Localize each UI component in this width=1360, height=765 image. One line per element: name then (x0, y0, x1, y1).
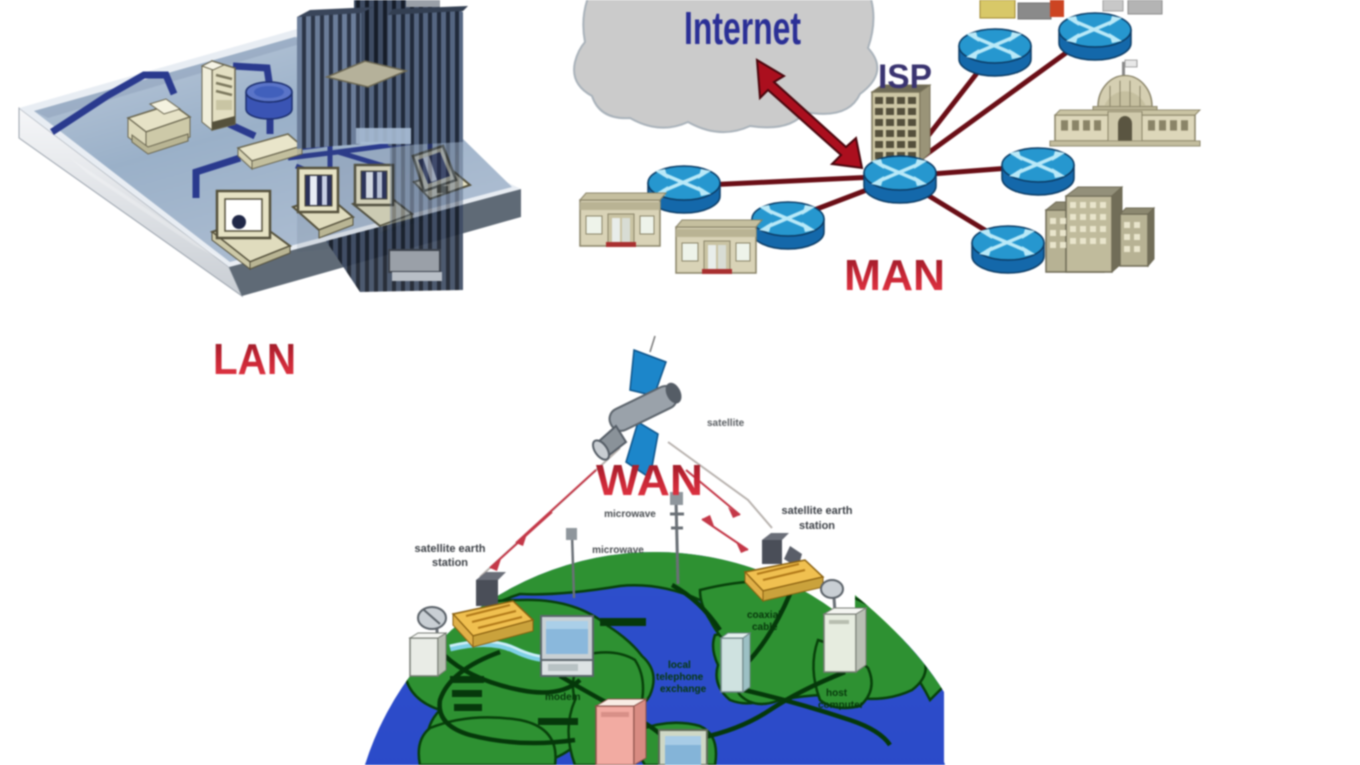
svg-text:Internet: Internet (684, 2, 801, 54)
svg-text:microwave: microwave (604, 509, 656, 520)
svg-text:cable: cable (752, 622, 778, 633)
svg-text:local: local (668, 660, 691, 671)
svg-text:host: host (826, 688, 848, 699)
svg-text:ISP: ISP (878, 58, 932, 96)
svg-text:microwave: microwave (592, 545, 644, 556)
svg-text:satellite: satellite (707, 418, 745, 429)
svg-text:MAN: MAN (844, 251, 945, 300)
svg-text:exchange: exchange (660, 684, 707, 695)
svg-text:satellite earth: satellite earth (415, 543, 486, 555)
svg-text:computer: computer (818, 700, 864, 711)
svg-text:station: station (432, 557, 468, 569)
svg-text:satellite earth: satellite earth (782, 505, 853, 517)
svg-text:WAN: WAN (596, 456, 703, 505)
svg-text:coaxial: coaxial (747, 610, 781, 621)
svg-text:modem: modem (545, 692, 581, 703)
svg-text:telephone: telephone (656, 672, 704, 683)
svg-text:LAN: LAN (213, 335, 296, 384)
svg-text:station: station (799, 520, 835, 532)
